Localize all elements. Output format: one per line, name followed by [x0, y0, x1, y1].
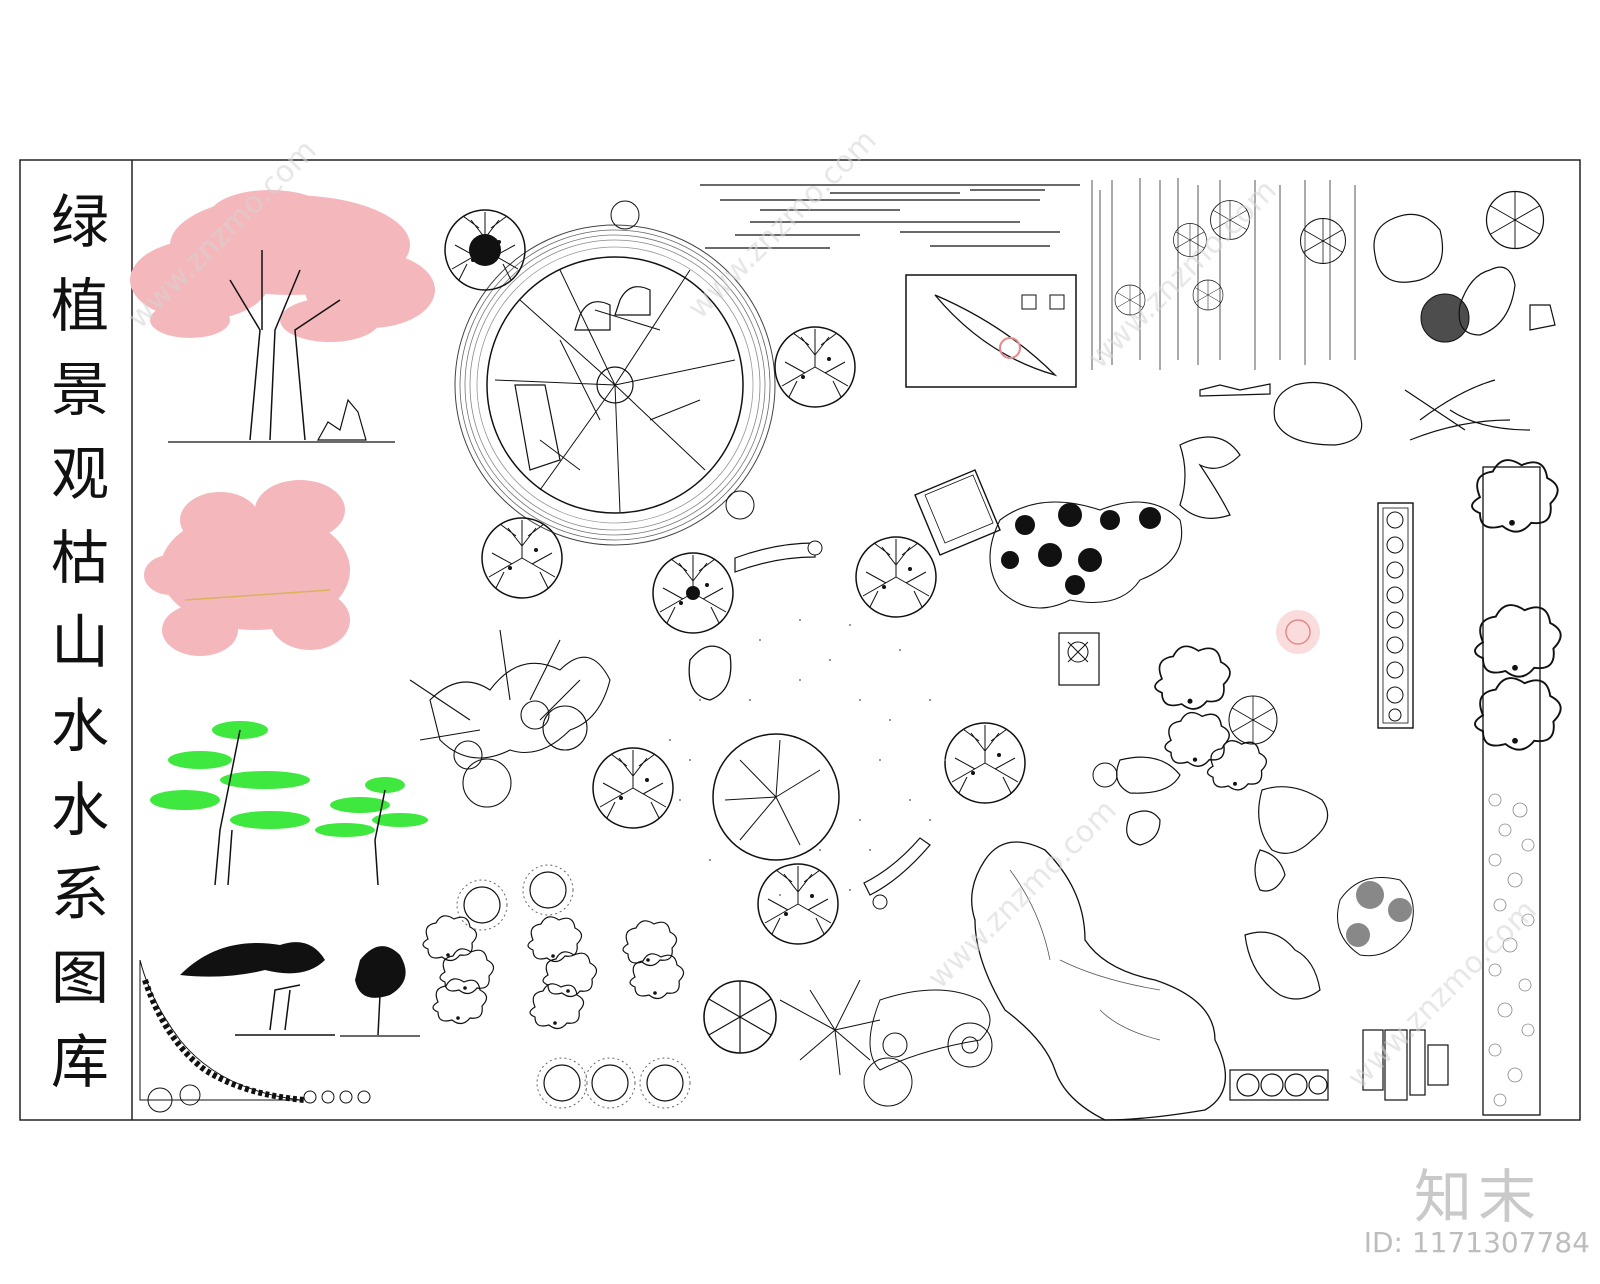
black-pine-elevation-icon: [139, 942, 420, 1113]
boat-plan-icon: [905, 274, 1077, 388]
tree-plan-symbol-icon: [774, 326, 856, 408]
shrub-plan-icon: [422, 864, 691, 1109]
water-ripple-lines-icon: [700, 184, 1080, 249]
stepping-stone-strip-icon: [1377, 502, 1414, 729]
watermark-text: www.znzmo.com: [1341, 893, 1544, 1096]
tree-plan-symbol-icon: [855, 536, 937, 618]
stream-icon: [1179, 436, 1241, 519]
watermark-text: www.znzmo.com: [921, 793, 1124, 996]
tree-plan-symbol-icon: [757, 863, 839, 945]
shrub-plan-icon: [1420, 293, 1470, 343]
title-char: 景: [50, 356, 109, 424]
deciduous-tree-group-icon: [409, 629, 611, 808]
title-char: 植: [50, 272, 109, 340]
shrub-plan-icon: [1337, 877, 1414, 957]
reed-pattern-icon: [1091, 178, 1356, 370]
shrub-plan-icon: [1092, 645, 1278, 791]
title-char: 图: [50, 944, 109, 1012]
planter-box-icon: [914, 469, 1001, 556]
rock-plan-icon: [1373, 213, 1556, 336]
title-char: 水: [50, 776, 109, 844]
tree-plan-symbol-icon: [592, 747, 674, 829]
blossom-tree-plan-icon: [144, 480, 350, 656]
tree-plan-symbol-icon: [444, 209, 526, 291]
title-char: 枯: [50, 524, 109, 592]
pink-flower-icon: [1276, 610, 1320, 654]
rock-plan-icon: [971, 841, 1227, 1121]
tree-plan-symbol-icon: [652, 552, 734, 634]
tree-plan-symbol-icon: [1485, 190, 1545, 250]
rock-plan-icon: [1116, 756, 1329, 1000]
lamp-plan-icon: [1058, 632, 1100, 686]
tree-plan-symbol-icon: [944, 722, 1026, 804]
image-id-label: ID: 1171307784: [1363, 1226, 1590, 1259]
brand-watermark: 知末: [1413, 1163, 1542, 1231]
title-char: 系: [50, 860, 109, 928]
fern-plan-icon: [779, 979, 993, 1107]
title-char: 绿: [50, 188, 109, 256]
watermark-text: www.znzmo.com: [1081, 173, 1284, 376]
flower-bed-icon: [989, 501, 1183, 609]
planter-box-icon: [1229, 1029, 1449, 1101]
pebble-path-strip-icon: [1471, 459, 1562, 1116]
green-pine-elevation-icon: [150, 721, 428, 886]
blossom-tree-elevation-icon: [130, 190, 435, 443]
sheet-frame: [19, 159, 1581, 1121]
title-char: 山: [50, 608, 109, 676]
title-char: 水: [50, 692, 109, 760]
title-char: 观: [50, 440, 109, 508]
watermark-text: www.znzmo.com: [681, 123, 884, 326]
tree-plan-symbol-icon: [481, 517, 563, 599]
tree-plan-symbol-icon: [703, 980, 777, 1054]
drawing-title: 绿 植 景 观 枯 山 水 水 系 图 库: [30, 180, 130, 1120]
circular-pond-icon: [454, 200, 776, 546]
title-char: 库: [50, 1028, 109, 1096]
rock-plan-icon: [1199, 379, 1531, 446]
gravel-circle-icon: [669, 540, 946, 910]
